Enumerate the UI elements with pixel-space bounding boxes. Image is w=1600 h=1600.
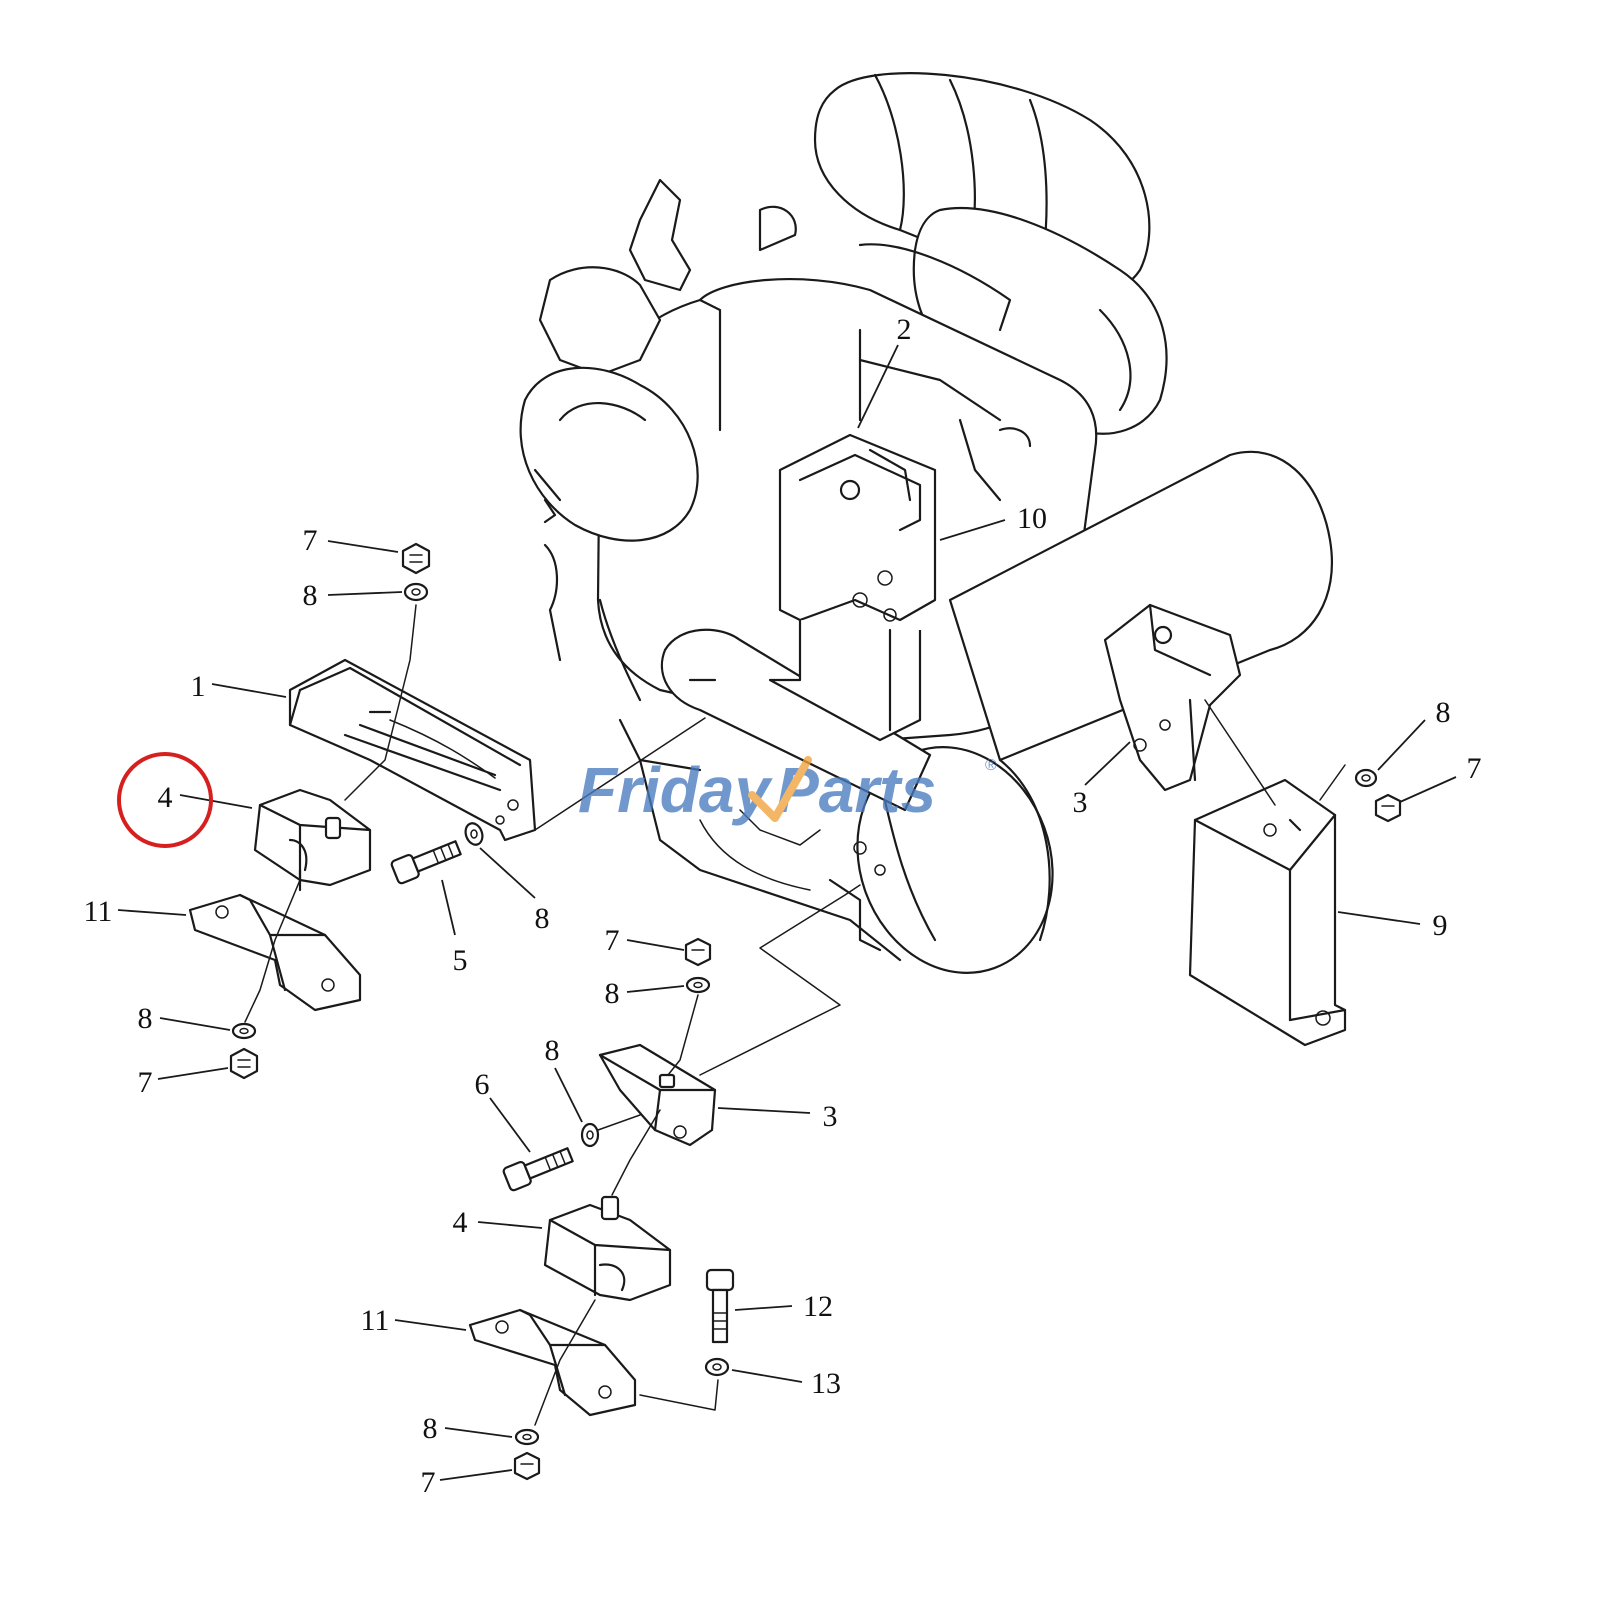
- callout-8: 8: [605, 977, 620, 1010]
- bracket-icon-part-3-rear: [1103, 603, 1242, 792]
- callout-8: 8: [423, 1412, 438, 1445]
- bracket-icon-part-3-lower: [598, 1043, 717, 1147]
- callout-9: 9: [1433, 909, 1448, 942]
- bolt-icons: [390, 840, 735, 1344]
- callout-8: 8: [545, 1034, 560, 1067]
- callout-1: 1: [191, 670, 206, 703]
- base-plate-icon-lower: [468, 1308, 637, 1417]
- callout-7: 7: [605, 924, 620, 957]
- callout-3: 3: [823, 1100, 838, 1133]
- callout-7: 7: [421, 1466, 436, 1499]
- bracket-icon-part-2: [768, 433, 937, 742]
- callout-5: 5: [453, 944, 468, 977]
- watermark-parts: Parts: [776, 754, 936, 826]
- callout-8: 8: [303, 579, 318, 612]
- svg-text:FridayParts: FridayParts: [578, 754, 936, 826]
- callout-labels: 7 8 1 2 10 3 8 7 9 4 11 5 8 8 7 7 8 8 6 …: [84, 313, 1482, 1499]
- callout-7: 7: [303, 524, 318, 557]
- callout-11: 11: [84, 895, 113, 928]
- callout-12: 12: [803, 1290, 833, 1323]
- mount-cushion-icon-upper: [253, 788, 372, 892]
- callout-13: 13: [811, 1367, 841, 1400]
- callout-7: 7: [138, 1066, 153, 1099]
- callout-4: 4: [158, 781, 173, 814]
- callout-8: 8: [138, 1002, 153, 1035]
- highlight-ring: [117, 752, 213, 848]
- assembly-lines: [244, 604, 1346, 1426]
- base-plate-icon-upper: [188, 893, 362, 1012]
- callout-2: 2: [897, 313, 912, 346]
- callout-8: 8: [1436, 696, 1451, 729]
- support-stand-icon-part-9: [1188, 778, 1347, 1047]
- mount-cushion-icon-lower: [543, 1195, 672, 1302]
- callout-6: 6: [475, 1068, 490, 1101]
- callout-11: 11: [361, 1304, 390, 1337]
- callout-10: 10: [1017, 502, 1047, 535]
- callout-leaders: [117, 344, 1457, 1481]
- watermark-accent-swoosh: [748, 756, 812, 822]
- callout-4: 4: [453, 1206, 468, 1239]
- callout-7: 7: [1467, 752, 1482, 785]
- watermark: FridayParts ®: [578, 754, 997, 826]
- callout-3: 3: [1073, 786, 1088, 819]
- watermark-friday: Friday: [578, 754, 773, 826]
- bracket-icon-part-1: [288, 658, 537, 842]
- nut-icons: [229, 542, 1402, 1481]
- watermark-registered-mark: ®: [985, 757, 997, 774]
- callout-8: 8: [535, 902, 550, 935]
- washer-icons: [231, 582, 1378, 1446]
